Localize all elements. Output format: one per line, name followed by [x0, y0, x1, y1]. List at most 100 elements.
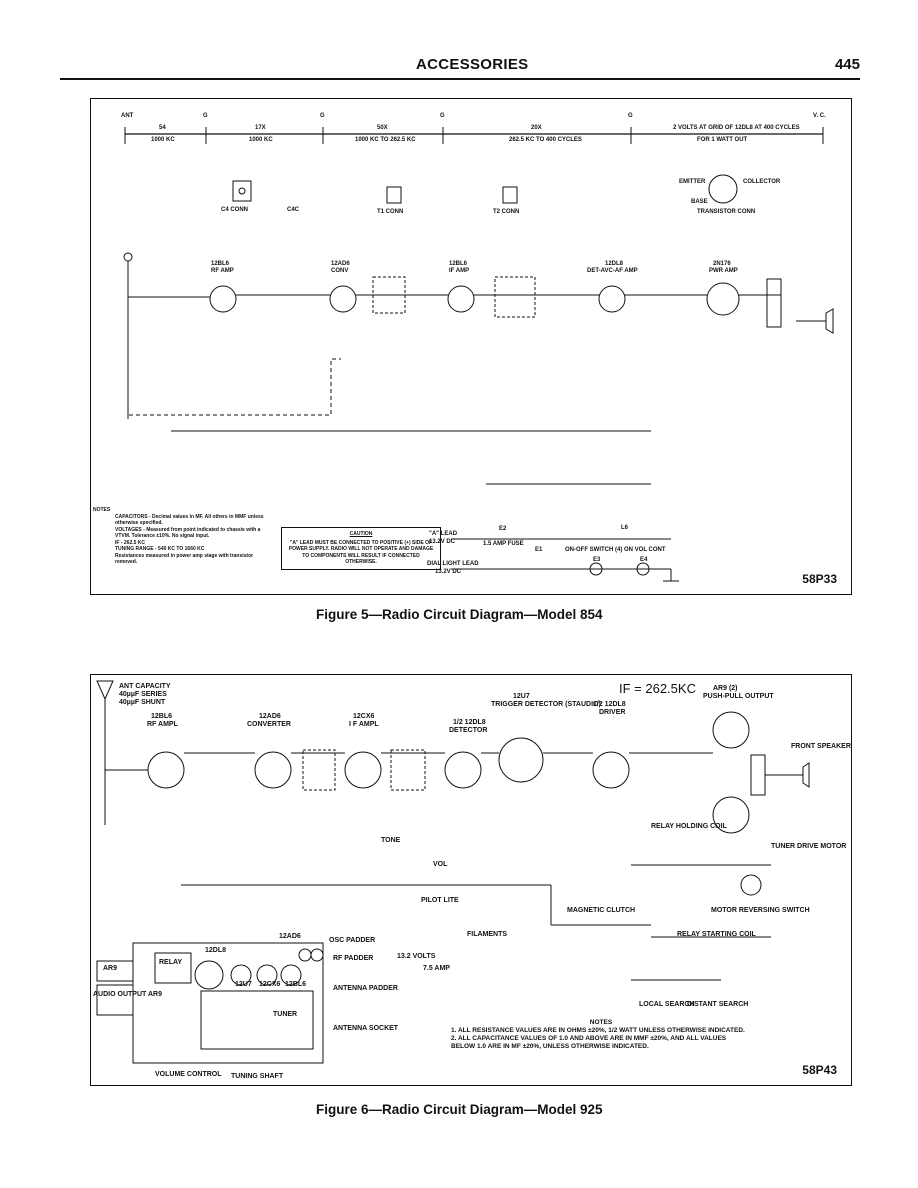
power-e2: E2 [499, 526, 507, 532]
label-relay-holding-coil: RELAY HOLDING COIL [651, 823, 727, 830]
layout-12ad6: 12AD6 [279, 933, 301, 940]
stage-role-5: TRIGGER DETECTOR (STAUDIO) [491, 701, 601, 708]
note-line-3: IF - 262.5 KC [115, 539, 146, 546]
layout-volume-control: VOLUME CONTROL [155, 1071, 222, 1078]
scale-sub-3: 1000 KC TO 262.5 KC [355, 137, 416, 143]
stage-role-4: DETECTOR [449, 727, 488, 734]
caution-text: "A" LEAD MUST BE CONNECTED TO POSITIVE (… [288, 539, 434, 566]
antenna-note-line-3: 40µµF SHUNT [119, 699, 166, 706]
layout-osc-padder: OSC PADDER [329, 937, 376, 944]
scale-label-g1: G [203, 113, 208, 119]
power-e3: E3 [593, 557, 601, 563]
antenna-note-line-2: 40µµF SERIES [119, 691, 167, 698]
stage-tube-5: 12U7 [513, 693, 530, 700]
page-number: 445 [834, 56, 860, 73]
antenna-note-line-1: ANT CAPACITY [119, 683, 171, 690]
stage-tube-6: 1/2 12DL8 [593, 701, 626, 708]
scale-value-1: 54 [159, 125, 166, 131]
supply-fuse: 7.5 AMP [423, 965, 450, 972]
figure-6-notes: NOTES 1. ALL RESISTANCE VALUES ARE IN OH… [451, 1019, 751, 1051]
label-tuner-drive-motor: TUNER DRIVE MOTOR [771, 843, 847, 850]
stage-role-3: I F AMPL [349, 721, 379, 728]
scale-value-3: 50X [377, 125, 388, 131]
notes-title-2: NOTES [589, 1019, 613, 1026]
connector-label-c4c: C4C [287, 207, 300, 213]
label-local-search: LOCAL SEARCH [639, 1001, 695, 1008]
note-line-2: VOLTAGES - Measured from point indicated… [115, 526, 261, 540]
scale-sub-4: 262.5 KC TO 400 CYCLES [509, 137, 582, 143]
tube-role-4: DET-AVC-AF AMP [587, 268, 638, 274]
note-line-4: TUNING RANGE - 540 KC TO 1660 KC [115, 546, 205, 552]
figure-6-code: 58P43 [802, 1063, 837, 1077]
caution-box: CAUTION "A" LEAD MUST BE CONNECTED TO PO… [281, 527, 441, 570]
scale-sub-5: FOR 1 WATT OUT [697, 137, 748, 143]
stage-role-2: CONVERTER [247, 721, 291, 728]
label-filaments: FILAMENTS [467, 931, 508, 938]
layout-audio-output: AUDIO OUTPUT AR9 [93, 991, 162, 998]
transistor-pin-emitter: EMITTER [679, 179, 706, 185]
layout-relay: RELAY [159, 959, 183, 966]
power-e4: E4 [640, 557, 648, 563]
figure-6-diagram: IF = 262.5KC ANT CAPACITY 40µµF SERIES 4… [90, 674, 852, 1086]
layout-antenna-socket: ANTENNA SOCKET [333, 1025, 399, 1032]
scale-label-ant: ANT [121, 113, 134, 119]
label-vol: VOL [433, 861, 448, 868]
tube-type-1: 12BL6 [211, 261, 230, 267]
antenna-note: ANT CAPACITY 40µµF SERIES 40µµF SHUNT [119, 683, 171, 707]
figure-5-notes: NOTES CAPACITORS - Decimal values in MF.… [93, 507, 273, 566]
scale-label-g2: G [320, 113, 325, 119]
stage-tube-1: 12BL6 [151, 713, 173, 720]
tube-role-1: RF AMP [211, 268, 234, 274]
scale-value-2: 17X [255, 125, 266, 131]
stage-tube-4: 1/2 12DL8 [453, 719, 486, 726]
layout-12cx6: 12CX6 [259, 981, 281, 988]
section-title: ACCESSORIES [416, 56, 529, 73]
figure-5-code: 58P33 [802, 572, 837, 586]
stage-role-7: PUSH-PULL OUTPUT [703, 693, 774, 700]
label-tone: TONE [381, 837, 401, 844]
label-relay-starting-coil: RELAY STARTING COIL [677, 931, 756, 938]
transistor-pin-base: BASE [691, 199, 708, 205]
label-magnetic-clutch: MAGNETIC CLUTCH [567, 907, 636, 914]
layout-12dl8: 12DL8 [205, 947, 227, 954]
note-2-line-1: 1. ALL RESISTANCE VALUES ARE IN OHMS ±20… [451, 1027, 745, 1034]
figure-5-caption: Figure 5—Radio Circuit Diagram—Model 854 [316, 607, 603, 622]
connector-label-transistor: TRANSISTOR CONN [697, 209, 756, 215]
figure-6-schematic [96, 680, 810, 1064]
label-front-speaker: FRONT SPEAKER [791, 743, 851, 750]
figure-5-diagram: ANT G G G G V. C. 54 1000 KC 17X 1000 KC… [90, 98, 852, 595]
label-motor-reversing-switch: MOTOR REVERSING SWITCH [711, 907, 810, 914]
tube-type-5: 2N176 [713, 261, 731, 267]
stage-tube-7: AR9 (2) [713, 685, 738, 692]
page-header: ACCESSORIES 445 [0, 54, 918, 78]
tube-role-3: IF AMP [449, 268, 470, 274]
if-label: IF = 262.5KC [619, 681, 696, 696]
power-a-lead: "A" LEAD [429, 531, 458, 537]
layout-12u7: 12U7 [235, 981, 252, 988]
caution-title: CAUTION [349, 531, 373, 537]
power-dial-voltage: 13.2V DC [435, 569, 462, 575]
power-a-voltage: 13.2V DC [429, 539, 456, 545]
power-switch: ON-OFF SWITCH (4) ON VOL CONT [565, 547, 666, 553]
supply-voltage: 13.2 VOLTS [397, 953, 436, 960]
scale-label-vc: V. C. [813, 113, 826, 119]
layout-12bl6: 12BL6 [285, 981, 307, 988]
stage-tube-3: 12CX6 [353, 713, 375, 720]
scale-value-5: 2 VOLTS AT GRID OF 12DL8 AT 400 CYCLES [673, 125, 800, 131]
tube-role-5: PWR AMP [709, 268, 738, 274]
tube-type-2: 12AD6 [331, 261, 350, 267]
note-line-5: Resistances measured in power amp stage … [115, 552, 254, 566]
power-l6: L6 [621, 525, 629, 531]
note-line-1: CAPACITORS - Decimal values in MF. All o… [115, 513, 264, 527]
note-2-line-2: 2. ALL CAPACITANCE VALUES OF 1.0 AND ABO… [451, 1035, 727, 1050]
scale-sub-1: 1000 KC [151, 137, 175, 143]
label-distant-search: DISTANT SEARCH [687, 1001, 749, 1008]
scale-value-4: 20X [531, 125, 542, 131]
label-pilot-lite: PILOT LITE [421, 897, 459, 904]
connector-label-t2: T2 CONN [493, 209, 520, 215]
tube-type-4: 12DL8 [605, 261, 624, 267]
header-rule [60, 78, 860, 80]
tube-role-2: CONV [331, 268, 349, 274]
scale-label-g3: G [440, 113, 445, 119]
scale-label-g4: G [628, 113, 633, 119]
